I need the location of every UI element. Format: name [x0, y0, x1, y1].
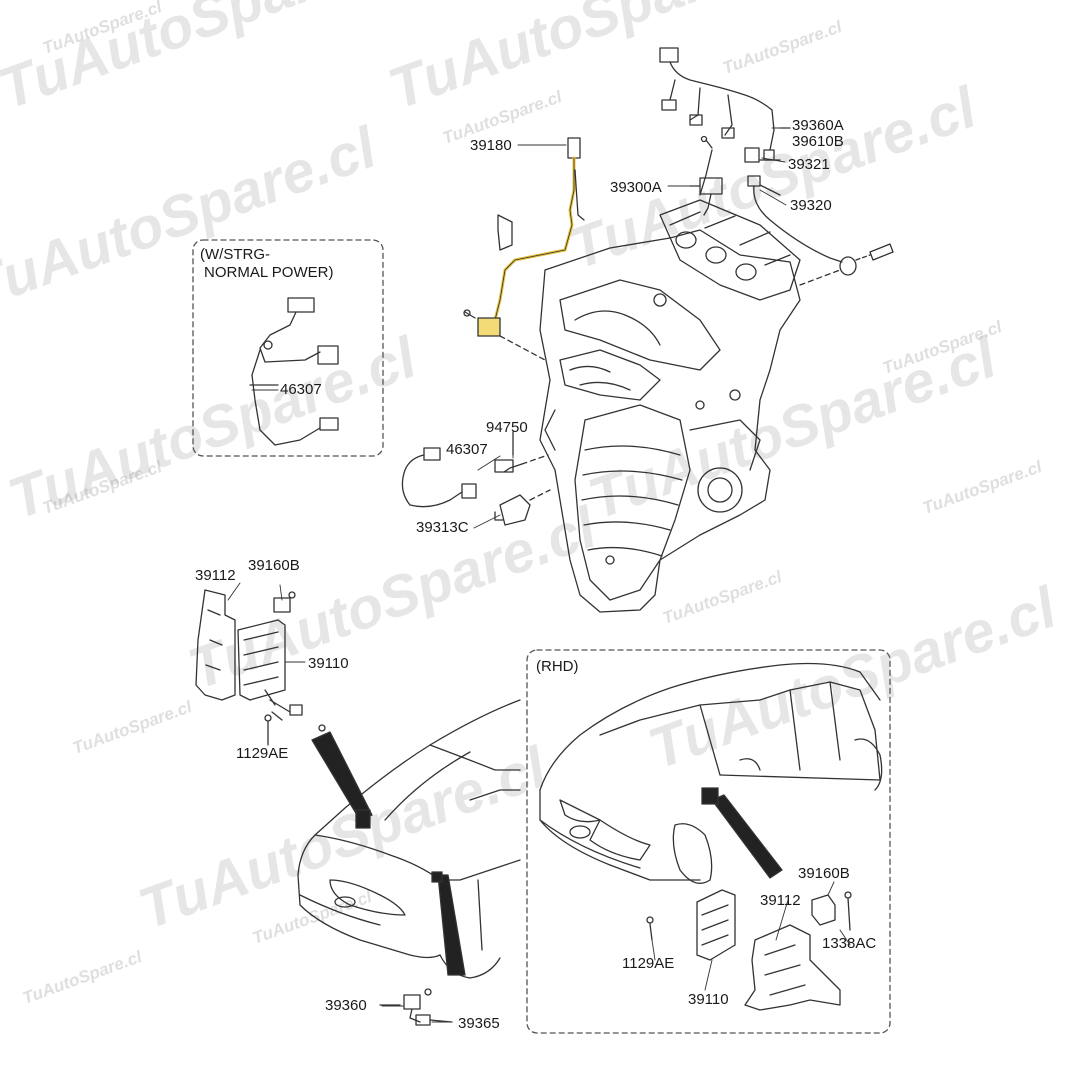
part-label: 39112 — [760, 892, 801, 909]
ecu-assembly-right — [646, 889, 852, 1011]
part-label: 39160B — [798, 865, 850, 882]
part-label: 39160B — [248, 557, 300, 574]
part-label: 39180 — [470, 137, 512, 154]
part-label: 39360A — [792, 117, 844, 134]
sensor-39360 — [379, 988, 453, 1026]
strg-inset-box — [192, 239, 384, 457]
part-label: 39110 — [308, 655, 349, 672]
engine-assembly — [539, 199, 801, 613]
ecu-assembly-left — [195, 589, 326, 746]
part-label: 39365 — [458, 1015, 500, 1032]
part-label: 39360 — [325, 997, 367, 1014]
part-label: 39610B — [792, 133, 844, 150]
part-label: 1129AE — [236, 745, 289, 762]
car-right — [539, 662, 883, 884]
part-label: 39112 — [195, 567, 236, 584]
car-left — [297, 699, 521, 979]
part-label: 46307 — [446, 441, 488, 458]
rhd-inset-title: (RHD) — [536, 658, 579, 675]
part-label: 1129AE — [622, 955, 675, 972]
part-label: 39320 — [790, 197, 832, 214]
part-label: 46307 — [280, 381, 322, 398]
ignition-harness-39360a — [659, 47, 791, 161]
sensor-39300a — [689, 177, 723, 216]
part-label: 1338AC — [822, 935, 877, 952]
part-label: 39321 — [788, 156, 830, 173]
part-label: 39300A — [610, 179, 662, 196]
rhd-inset-box — [526, 649, 891, 1034]
oxygen-sensor-39180 — [463, 137, 585, 361]
strg-inset-title: NORMAL POWER) — [204, 264, 334, 281]
part-label: 94750 — [486, 419, 528, 436]
leader-lines — [227, 127, 851, 1023]
part-label: 39313C — [416, 519, 469, 536]
sensor-39321 — [699, 135, 781, 196]
strg-inset-title: (W/STRG- — [200, 246, 270, 263]
sensor-39320 — [747, 175, 894, 286]
wiring-46307-box — [249, 297, 339, 446]
part-label: 39110 — [688, 991, 729, 1008]
sensor-39313c — [494, 489, 551, 526]
sensor-46307 — [401, 447, 477, 508]
